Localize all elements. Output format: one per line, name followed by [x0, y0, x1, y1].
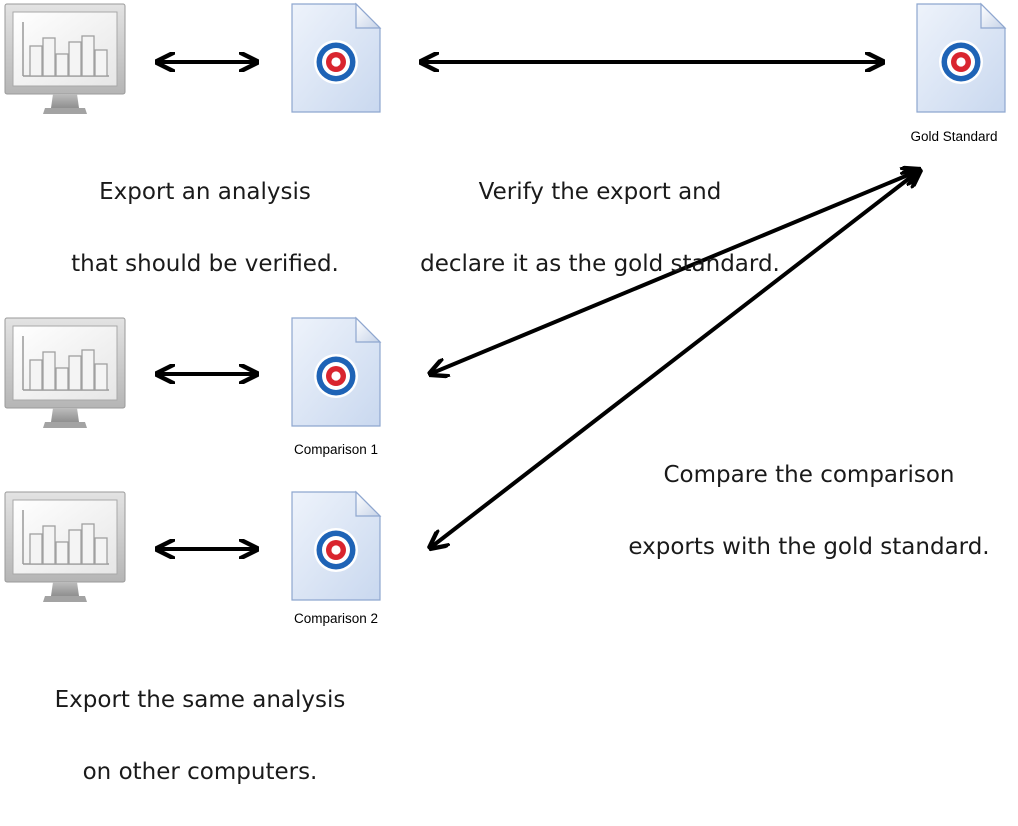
other-caption-line-1: Export the same analysis — [54, 687, 346, 713]
comparison-1-label: Comparison 1 — [293, 442, 379, 457]
verify-caption-line-1: Verify the export and — [478, 179, 722, 205]
verify-caption: Verify the export and declare it as the … — [390, 138, 810, 318]
comparison-1-file-icon — [291, 317, 381, 427]
other-computers-caption: Export the same analysis on other comput… — [10, 646, 390, 826]
compare-caption: Compare the comparison exports with the … — [602, 421, 1016, 601]
gold-standard-file-icon — [916, 3, 1006, 113]
workflow-diagram — [4, 3, 1006, 603]
comparison-2-file-icon — [291, 491, 381, 601]
computer-2-icon — [4, 317, 126, 429]
compare-2-arrow — [430, 170, 920, 548]
exported-file-icon — [291, 3, 381, 113]
gold-standard-label: Gold Standard — [910, 129, 998, 144]
computer-3-icon — [4, 491, 126, 603]
export-caption: Export an analysis that should be verifi… — [30, 138, 380, 318]
other-caption-line-2: on other computers. — [82, 759, 318, 785]
compare-caption-line-2: exports with the gold standard. — [628, 534, 990, 560]
verify-caption-line-2: declare it as the gold standard. — [420, 251, 780, 277]
computer-1-icon — [4, 3, 126, 115]
export-caption-line-2: that should be verified. — [71, 251, 339, 277]
comparison-2-label: Comparison 2 — [293, 611, 379, 626]
compare-caption-line-1: Compare the comparison — [663, 462, 955, 488]
export-caption-line-1: Export an analysis — [99, 179, 311, 205]
